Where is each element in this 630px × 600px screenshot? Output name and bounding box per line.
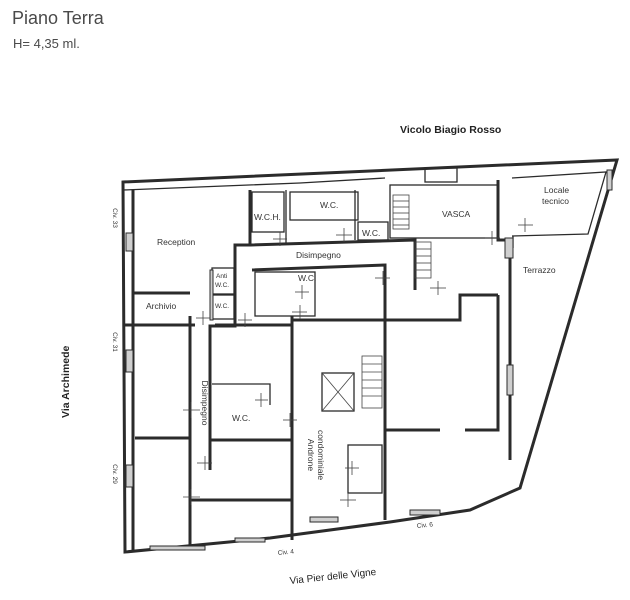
room-label-disimpegno-top: Disimpegno <box>296 250 341 260</box>
wall-disimpegno-north <box>249 238 417 290</box>
room-label-locale: Locale <box>544 185 569 195</box>
room-wch <box>251 191 285 233</box>
wall-terrazzo-west <box>496 180 512 460</box>
civic-31: Civ. 31 <box>111 332 118 352</box>
elevator-shaft <box>321 372 355 412</box>
stair-androne <box>361 355 383 409</box>
room-anti-wc <box>211 267 235 295</box>
north-wall-inner <box>122 177 386 191</box>
wall-wc-lower-top <box>212 383 271 405</box>
room-label-archivio: Archivio <box>146 301 177 311</box>
room-wc-center <box>254 271 316 317</box>
floor-height-note: H= 4,35 ml. <box>13 36 80 51</box>
wall-disimpegno-south <box>251 263 387 320</box>
room-label-reception: Reception <box>157 237 196 247</box>
civic-4: Civ. 4 <box>277 548 294 557</box>
street-north-label: Vicolo Biagio Rosso <box>400 124 501 136</box>
room-label-anti: Anti <box>216 273 227 280</box>
room-label-androne: Androne <box>306 439 316 471</box>
room-label-wc-small: W.C. <box>362 228 380 238</box>
civic-29: Civ. 29 <box>111 464 118 484</box>
street-west-label: Via Archimede <box>60 345 72 418</box>
wall-reception-east <box>208 190 252 470</box>
north-entry-detail <box>424 167 458 183</box>
wall-east-room <box>465 295 500 432</box>
stair-north <box>392 194 410 230</box>
civic-33: Civ. 33 <box>111 208 118 228</box>
room-label-disimpegno-vertical: Disimpegno <box>200 381 210 426</box>
room-androne-lower <box>347 444 383 494</box>
room-label-wc-anti: W.C. <box>215 303 229 310</box>
stair-vasca <box>414 241 432 279</box>
room-label-tecnico: tecnico <box>542 196 569 206</box>
room-label-anti-wc: W.C. <box>215 282 229 289</box>
room-label-vasca: VASCA <box>442 209 471 219</box>
room-label-wc-center: W.C. <box>298 273 316 283</box>
door-markers <box>183 218 533 507</box>
room-locale-tecnico <box>511 171 607 237</box>
room-label-terrazzo: Terrazzo <box>523 265 556 275</box>
room-wc-small <box>357 221 389 241</box>
room-label-wch: W.C.H. <box>254 212 281 222</box>
street-south-label: Via Pier delle Vigne <box>289 567 377 587</box>
room-label-condominiale: condominiale <box>316 430 326 480</box>
pillars <box>125 169 613 551</box>
room-wc-top <box>289 191 359 221</box>
civic-6: Civ. 6 <box>416 521 433 530</box>
room-label-wc-lower: W.C. <box>232 413 250 423</box>
wall-center-north <box>292 293 498 322</box>
page-title: Piano Terra <box>12 8 104 28</box>
room-label-wc-top: W.C. <box>320 200 338 210</box>
